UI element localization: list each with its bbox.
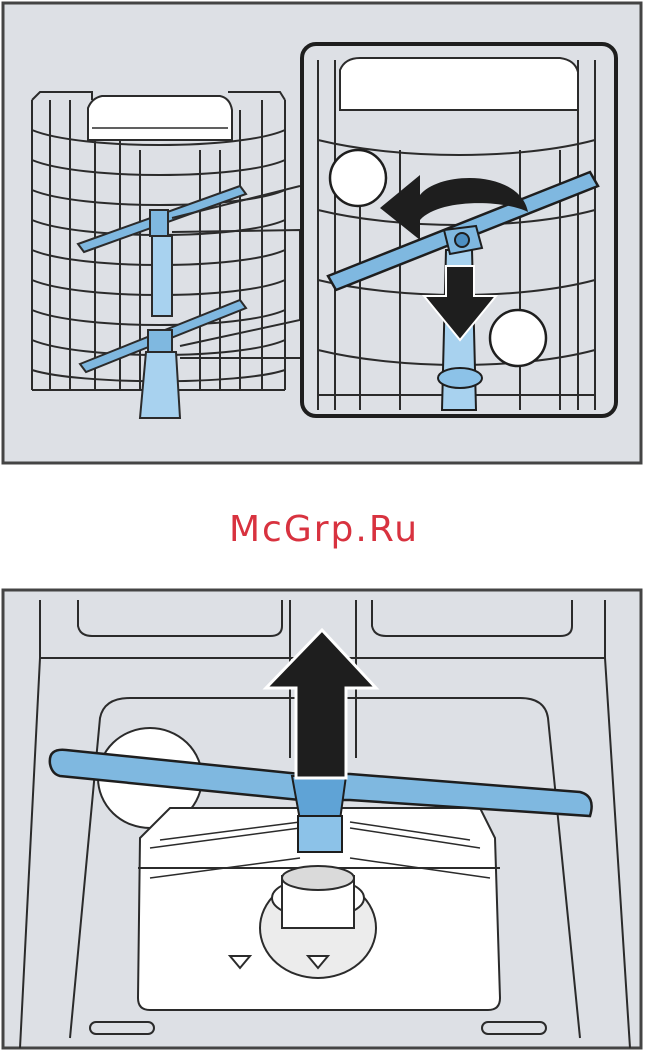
watermark-text: McGrp.Ru xyxy=(0,502,648,558)
basket-handle xyxy=(88,96,232,140)
step-circle-icon xyxy=(490,310,546,366)
lower-spray-arm-figure xyxy=(0,578,648,1052)
step-circle-icon xyxy=(330,150,386,206)
zoom-panel xyxy=(302,44,616,416)
upper-spray-arm-figure xyxy=(0,0,648,470)
